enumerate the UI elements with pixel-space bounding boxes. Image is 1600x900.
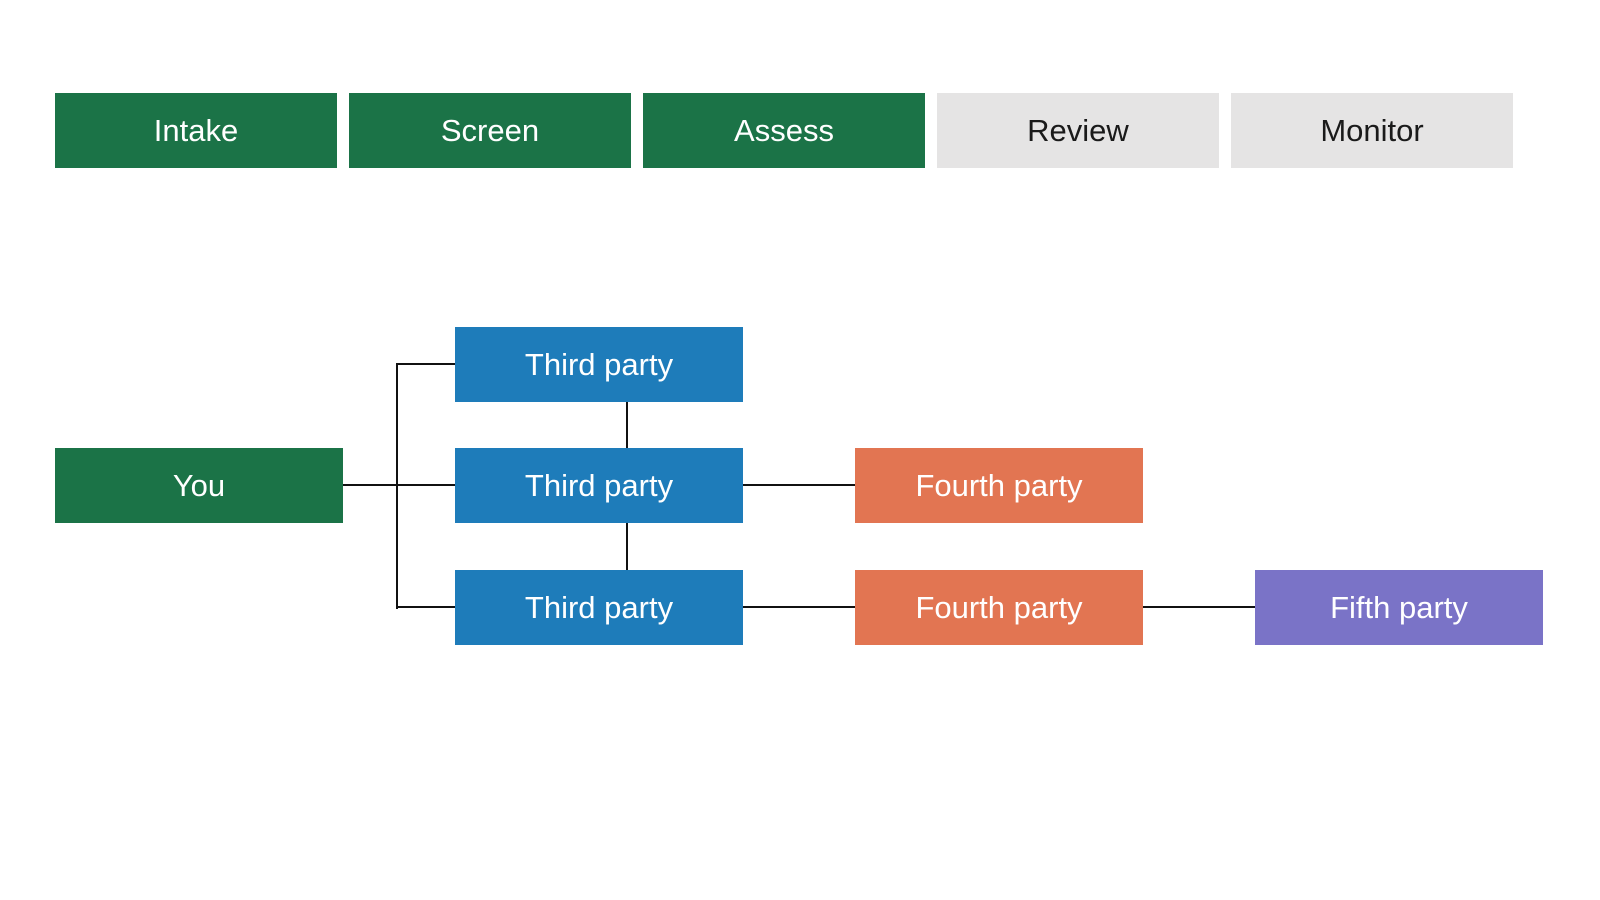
- connector-third-party-1-to-2: [626, 402, 628, 448]
- stage-tab-intake[interactable]: Intake: [55, 93, 337, 168]
- connector-third-party-3-to-fourth-2: [743, 606, 855, 608]
- stage-tab-monitor[interactable]: Monitor: [1231, 93, 1513, 168]
- connector-trunk-vertical: [396, 363, 398, 609]
- connector-third-party-2-to-3: [626, 523, 628, 570]
- node-label: You: [172, 468, 226, 503]
- connector-third-party-2-to-fourth-1: [743, 484, 855, 486]
- stage-tab-assess[interactable]: Assess: [643, 93, 925, 168]
- node-fourth-party-2: Fourth party: [855, 570, 1143, 645]
- node-third-party-1: Third party: [455, 327, 743, 402]
- connector-you-to-third-party-2: [343, 484, 455, 486]
- node-label: Fifth party: [1330, 590, 1468, 625]
- connector-trunk-to-third-party-1: [396, 363, 455, 365]
- node-third-party-2: Third party: [455, 448, 743, 523]
- stage-tab-label: Assess: [734, 113, 834, 148]
- stage-tab-label: Review: [1027, 113, 1129, 148]
- node-label: Fourth party: [915, 590, 1083, 625]
- stage-tab-label: Screen: [440, 113, 540, 148]
- stage-tab-screen[interactable]: Screen: [349, 93, 631, 168]
- node-label: Fourth party: [915, 468, 1083, 503]
- stage-tab-label: Monitor: [1320, 113, 1424, 148]
- stage-tab-label: Intake: [153, 113, 239, 148]
- connector-fourth-party-2-to-fifth: [1143, 606, 1255, 608]
- node-fifth-party: Fifth party: [1255, 570, 1543, 645]
- node-fourth-party-1: Fourth party: [855, 448, 1143, 523]
- connector-trunk-to-third-party-3: [396, 606, 455, 608]
- node-you: You: [55, 448, 343, 523]
- stage-tab-review[interactable]: Review: [937, 93, 1219, 168]
- node-third-party-3: Third party: [455, 570, 743, 645]
- node-label: Third party: [524, 590, 674, 625]
- node-label: Third party: [524, 347, 674, 382]
- node-label: Third party: [524, 468, 674, 503]
